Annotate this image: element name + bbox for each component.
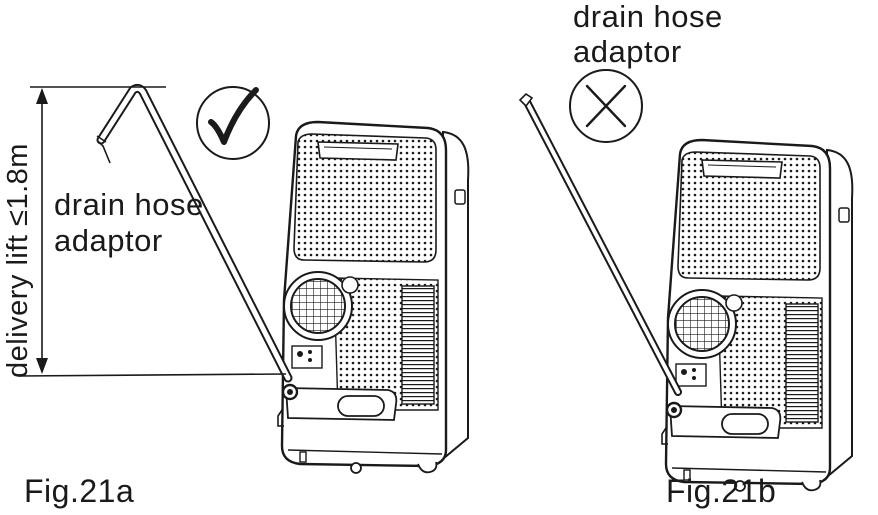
hose-adaptor-end-b — [518, 92, 534, 108]
adaptor-label-b-line2: adaptor — [573, 34, 682, 69]
figure-caption-a: Fig.21a — [24, 473, 135, 509]
portable-ac-unit-a — [276, 120, 470, 475]
hose-adaptor-end-a — [96, 135, 111, 164]
adaptor-label-a-line1: drain hose — [54, 187, 204, 222]
dimension-bottom-line — [17, 373, 287, 377]
adaptor-label-a-line2: adaptor — [54, 223, 163, 258]
adaptor-label-b-line1: drain hose — [573, 0, 723, 34]
panel-a-diagram — [17, 83, 470, 475]
cross-mark-icon — [585, 84, 627, 128]
figure-caption-b: Fig.21b — [666, 473, 777, 509]
portable-ac-unit-b — [660, 138, 854, 493]
delivery-lift-label: delivery lift ≤1.8m — [2, 143, 34, 378]
panel-b-diagram — [518, 69, 854, 493]
check-mark-icon — [208, 87, 259, 145]
